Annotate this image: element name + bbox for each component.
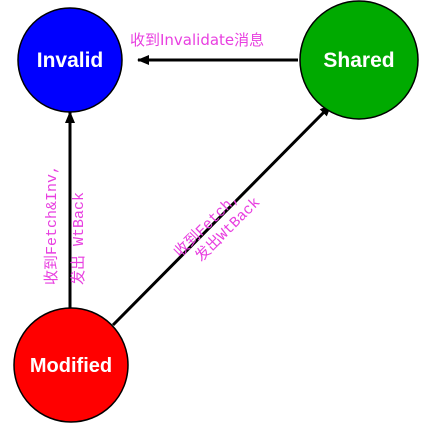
state-modified-label: Modified: [30, 355, 112, 377]
edge-modified-to-shared: [111, 103, 333, 327]
state-shared: Shared: [299, 0, 419, 120]
state-shared-label: Shared: [323, 49, 394, 72]
edge-label-modified-to-invalid-line2: 发出 WtBack: [70, 192, 88, 285]
state-invalid-circle: [17, 7, 123, 113]
state-invalid: Invalid: [17, 7, 123, 113]
state-shared-circle: [299, 0, 419, 120]
edge-label-shared-to-invalid: 收到Invalidate消息: [130, 31, 264, 49]
state-modified-circle: [13, 307, 129, 423]
edge-label-modified-to-invalid-line1: 收到Fetch&Inv,: [43, 165, 61, 285]
state-invalid-label: Invalid: [37, 49, 104, 72]
state-modified: Modified: [13, 307, 129, 423]
